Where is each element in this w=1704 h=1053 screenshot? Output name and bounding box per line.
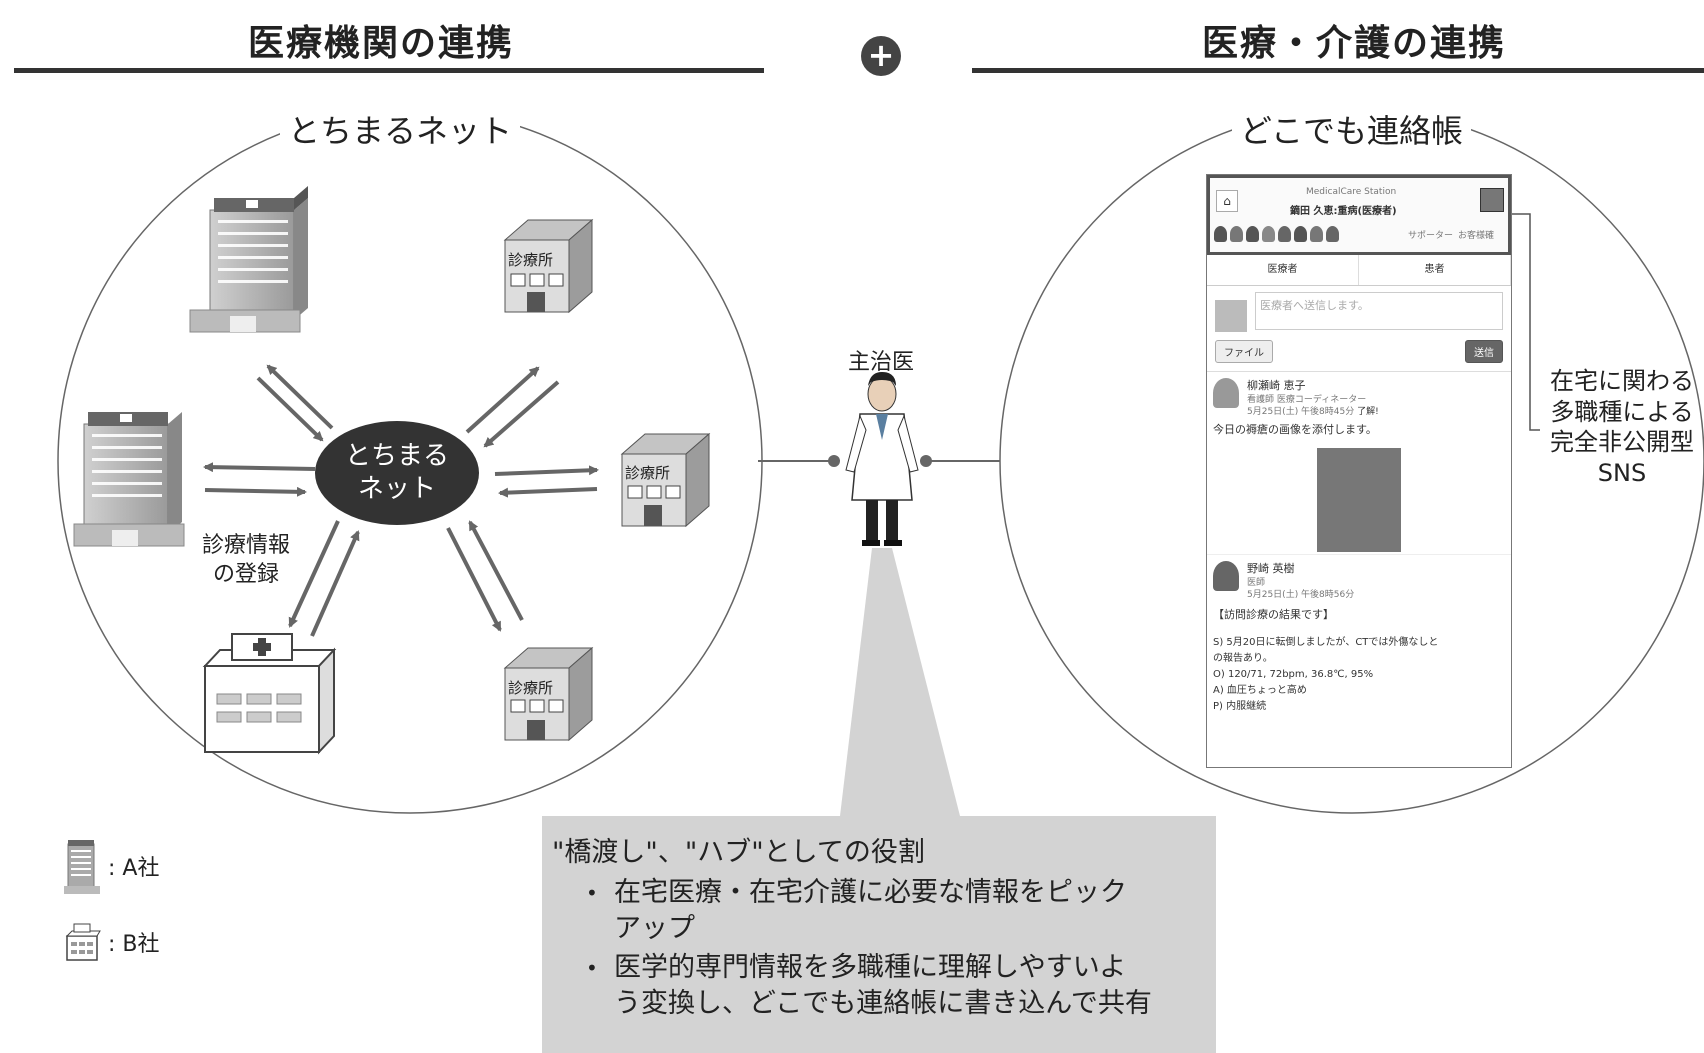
registration-line-2: の登録 (213, 561, 280, 587)
post-1: 柳瀬崎 恵子 看護師 医療コーディネーター 5月25日(土) 午後8時45分 了… (1207, 372, 1511, 555)
post1-avatar (1213, 378, 1239, 408)
clinic-sign-top: 診療所 (508, 251, 554, 269)
role-bullet-1-line-2: アップ (614, 913, 695, 945)
role-list: 在宅医療・在宅介護に必要な情報をピック アップ 医学的専門情報を多職種に理解しや… (552, 875, 1202, 1023)
clinic-bottom-icon (503, 646, 594, 742)
wound-photo (1317, 448, 1401, 552)
post2-a: A) 血圧ちょっと高め (1213, 685, 1307, 696)
post2-time: 5月25日(土) 午後8時56分 (1247, 590, 1355, 600)
post1-role: 看護師 医療コーディネーター (1247, 395, 1367, 405)
clinic-top-icon (503, 218, 594, 314)
sns-line-4: SNS (1597, 459, 1647, 488)
legend-b: : B社 (64, 922, 160, 962)
doctor-role-beam (840, 548, 960, 816)
clinic-sign-bottom: 診療所 (508, 679, 554, 697)
sns-line-3: 完全非公開型 (1550, 428, 1694, 457)
plus-icon: + (861, 36, 901, 76)
post1-time: 5月25日(土) 午後8時45分 (1247, 407, 1355, 417)
post1-name: 柳瀬崎 恵子 (1247, 379, 1306, 392)
post2-s1: S) 5月20日に転倒しましたが、CTでは外傷なしと (1213, 637, 1439, 648)
send-button[interactable]: 送信 (1465, 340, 1503, 363)
file-button[interactable]: ファイル (1215, 340, 1273, 363)
doctor-label: 主治医 (848, 350, 915, 375)
right-section-title: 医療・介護の連携 (1202, 23, 1507, 64)
member-avatars (1214, 226, 1339, 242)
clinic-sign-right: 診療所 (625, 464, 671, 482)
registration-line-1: 診療情報 (202, 533, 291, 558)
tab-medical[interactable]: 医療者 (1207, 255, 1359, 285)
post2-p: P) 内服継続 (1213, 701, 1267, 712)
post2-avatar (1213, 561, 1239, 591)
app-header: ⌂ MedicalCare Station 鏑田 久恵:重病(医療者) サポータ… (1207, 175, 1511, 255)
legend-b-label: : B社 (108, 932, 160, 957)
sns-bracket (1496, 213, 1540, 431)
left-section-title: 医療機関の連携 (248, 23, 515, 64)
right-title-rule (972, 68, 1704, 73)
user-avatar[interactable] (1480, 188, 1504, 212)
role-bullet-2-line-1: 医学的専門情報を多職種に理解しやすいよ (614, 951, 1127, 983)
registration-label: 診療情報 の登録 (202, 532, 290, 589)
poster-avatar-placeholder (1215, 300, 1247, 332)
post1-ack[interactable]: 了解! (1357, 407, 1379, 417)
post1-text: 今日の褥瘡の画像を添付します。 (1213, 423, 1377, 436)
arrows (203, 364, 599, 637)
tab-patient[interactable]: 患者 (1359, 255, 1511, 285)
hospital-a-left-icon (73, 412, 185, 547)
hub-line-2: ネット (357, 473, 436, 504)
post-input[interactable]: 医療者へ送信します。 (1255, 292, 1503, 330)
home-icon[interactable]: ⌂ (1216, 190, 1238, 212)
sns-line-1: 在宅に関わる (1550, 367, 1694, 395)
hospital-a-top-icon (189, 186, 308, 333)
doctor-icon (845, 372, 919, 546)
sns-description: 在宅に関わる 多職種による 完全非公開型 SNS (1540, 366, 1704, 489)
legend-a: : A社 (64, 836, 159, 896)
role-bullet-2: 医学的専門情報を多職種に理解しやすいよ う変換し、どこでも連絡帳に書き込んで共有 (586, 950, 1202, 1023)
post2-role: 医師 (1247, 578, 1266, 588)
post-2: 野崎 英樹 医師 5月25日(土) 午後8時56分 【訪問診療の結果です】 S)… (1207, 555, 1511, 715)
hub-label: とちまる ネット (335, 440, 459, 505)
post2-o: O) 120/71, 72bpm, 36.8℃, 95% (1213, 669, 1374, 680)
tochimaru-net-label: とちまるネット (280, 106, 521, 152)
supporter-link[interactable]: サポーター (1408, 231, 1454, 241)
role-bullet-1: 在宅医療・在宅介護に必要な情報をピック アップ (586, 875, 1202, 948)
hospital-b-legend-icon (65, 923, 101, 961)
hospital-b-icon (202, 633, 337, 755)
post2-name: 野崎 英樹 (1247, 562, 1295, 575)
sns-line-2: 多職種による (1550, 397, 1694, 426)
role-heading: "橋渡し"、"ハブ"としての役割 (552, 837, 925, 868)
hospital-a-legend-icon (64, 840, 100, 894)
hub-line-1: とちまる (344, 441, 449, 471)
clinic-right-icon (620, 432, 711, 528)
role-bullet-2-line-2: う変換し、どこでも連絡帳に書き込んで共有 (614, 988, 1152, 1020)
left-title-rule (14, 68, 764, 73)
dokodemo-renrakucho-label: どこでも連絡帳 (1232, 106, 1472, 152)
app-tabs: 医療者 患者 (1207, 255, 1511, 286)
app-title: MedicalCare Station (1306, 187, 1397, 197)
recipient-link[interactable]: お客様確 (1458, 231, 1495, 241)
app-screenshot: ⌂ MedicalCare Station 鏑田 久恵:重病(医療者) サポータ… (1206, 174, 1512, 768)
post2-title: 【訪問診療の結果です】 (1213, 608, 1334, 621)
post2-s2: の報告あり。 (1213, 653, 1273, 664)
tochimaru-hub (315, 421, 479, 525)
patient-line: 鏑田 久恵:重病(医療者) (1290, 206, 1397, 217)
role-bullet-1-line-1: 在宅医療・在宅介護に必要な情報をピック (614, 877, 1127, 908)
legend-a-label: : A社 (108, 856, 160, 881)
role-box: "橋渡し"、"ハブ"としての役割 在宅医療・在宅介護に必要な情報をピック アップ… (542, 816, 1216, 1053)
